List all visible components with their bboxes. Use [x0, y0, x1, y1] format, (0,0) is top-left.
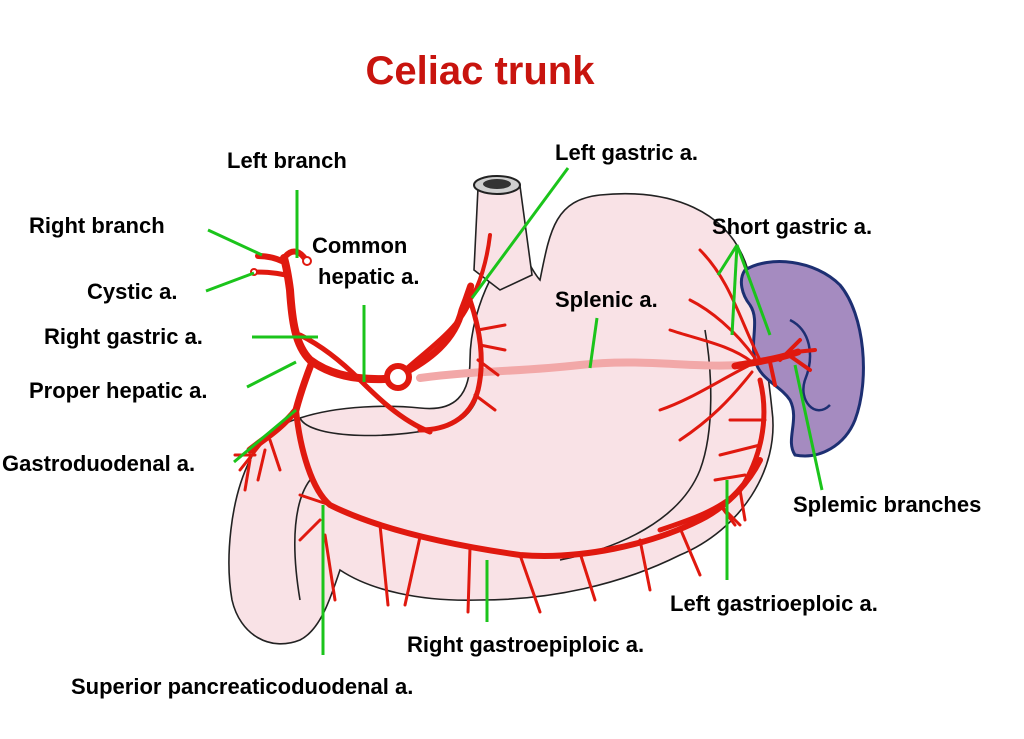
stomach-body [228, 192, 774, 645]
leader-proper-hepatic [246, 360, 297, 389]
hepatic-branch-end [302, 256, 312, 266]
spleen [739, 260, 865, 458]
left-gastric-artery [396, 282, 475, 379]
greater-curvature-branches [298, 488, 747, 614]
duodenal-twigs [233, 438, 282, 492]
celiac-trunk-origin [384, 363, 412, 391]
label-left-gastric: Left gastric a. [555, 140, 698, 165]
diagram-title: Celiac trunk [366, 49, 596, 93]
label-common-hepatic-line1: Common [312, 233, 407, 258]
leader-right-branch [207, 228, 263, 257]
left-gastric-loop [397, 297, 484, 433]
hepatic-right-branch [255, 253, 287, 265]
leader-left-gastric [470, 167, 570, 299]
right-gastric-artery [297, 332, 433, 435]
gastroepiploic-twigs [713, 418, 767, 527]
splenic-terminal [731, 348, 802, 370]
label-short-gastric: Short gastric a. [712, 214, 872, 239]
leader-short-gastric-2 [730, 244, 739, 336]
label-gastroduodenal: Gastroduodenal a. [2, 451, 195, 476]
left-gastroepiploic-artery [657, 377, 767, 533]
leader-splenic-branches [793, 364, 824, 491]
duodenum-inner [294, 479, 311, 601]
spleen-hilum [789, 318, 831, 412]
leader-short-gastric-1 [716, 244, 739, 276]
leader-gastroduodenal [233, 408, 297, 464]
labels: Left branch Right branch Common hepatic … [2, 140, 981, 699]
leader-cystic [205, 271, 255, 293]
esophagus-lumen [483, 179, 511, 189]
lesser-curvature-twigs [473, 323, 507, 412]
label-proper-hepatic: Proper hepatic a. [29, 378, 208, 403]
organs [228, 175, 865, 645]
cystic-artery [251, 269, 289, 278]
splenic-artery-path [416, 358, 744, 382]
label-cystic: Cystic a. [87, 279, 178, 304]
leader-short-gastric-3 [735, 244, 772, 336]
label-right-gastric: Right gastric a. [44, 324, 203, 349]
label-superior-pancreaticoduodenal: Superior pancreaticoduodenal a. [71, 674, 413, 699]
label-right-branch: Right branch [29, 213, 165, 238]
label-right-gastroepiploic: Right gastroepiploic a. [407, 632, 644, 657]
label-splenic-branches: Splemic branches [793, 492, 981, 517]
label-left-branch: Left branch [227, 148, 347, 173]
label-splenic: Splenic a. [555, 287, 658, 312]
leader-splenic [588, 317, 599, 369]
label-common-hepatic-line2: hepatic a. [318, 264, 419, 289]
label-left-gastroepiploic: Left gastrioeploic a. [670, 591, 878, 616]
greater-curvature-line [559, 329, 712, 561]
splenic-branches-path [768, 338, 817, 387]
leader-lines [205, 167, 824, 655]
